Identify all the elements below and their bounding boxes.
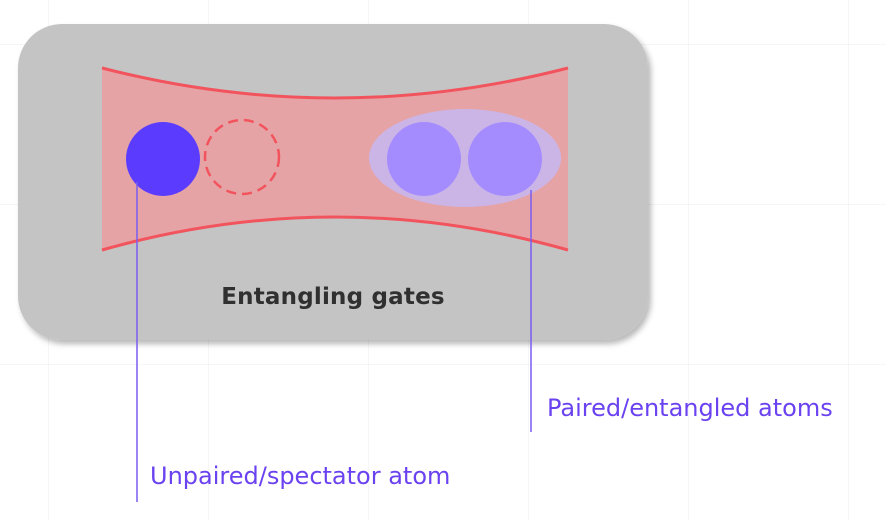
- empty-site: [203, 118, 281, 196]
- unpaired-atom-label: Unpaired/spectator atom: [150, 462, 451, 490]
- laser-beam-bottom-edge: [101, 215, 569, 252]
- laser-beam-top-edge: [101, 66, 569, 100]
- panel-title: Entangling gates: [221, 284, 445, 310]
- paired-atom-right: [468, 122, 542, 196]
- paired-atoms-label: Paired/entangled atoms: [547, 394, 833, 422]
- paired-atom-left: [387, 122, 461, 196]
- spectator-atom: [126, 122, 200, 196]
